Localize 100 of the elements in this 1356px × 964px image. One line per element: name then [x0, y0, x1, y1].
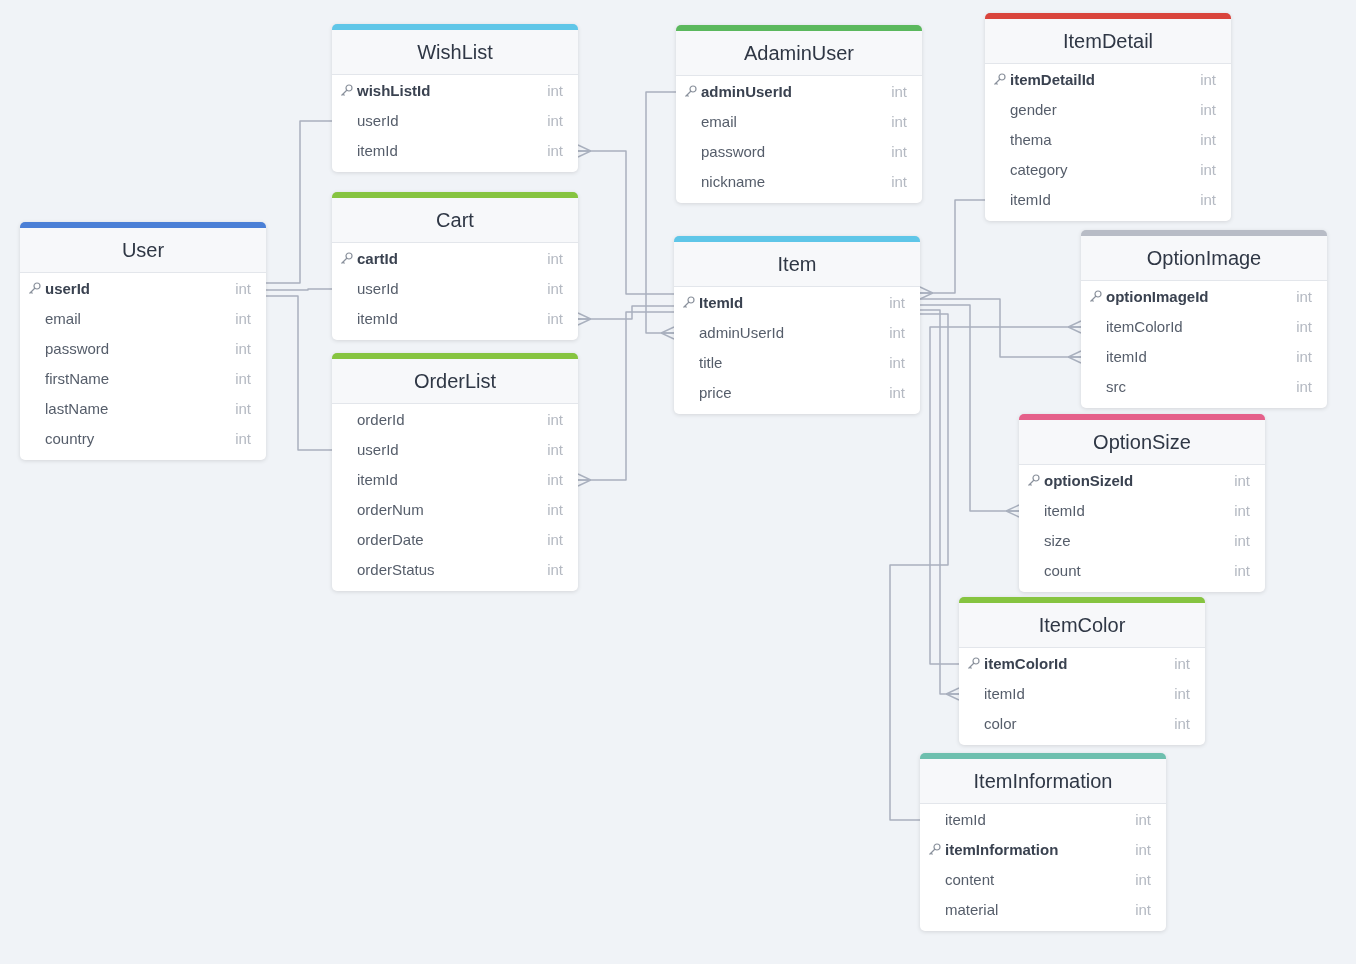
field-type: int	[235, 370, 251, 388]
field-type: int	[235, 430, 251, 448]
field-type: int	[547, 250, 563, 268]
relationship-line	[929, 320, 1082, 665]
field-type: int	[547, 501, 563, 519]
field-name: email	[701, 113, 737, 131]
table-header: User	[20, 228, 266, 273]
field-type: int	[547, 82, 563, 100]
connector-line	[265, 288, 333, 291]
field-type: int	[889, 354, 905, 372]
field-type: int	[547, 310, 563, 328]
field-type: int	[547, 531, 563, 549]
field-type: int	[889, 384, 905, 402]
field-name: firstName	[45, 370, 110, 388]
field-type: int	[1200, 131, 1216, 149]
field-name: nickname	[701, 173, 766, 191]
table-header: ItemColor	[959, 603, 1205, 648]
relationship-line	[577, 305, 675, 326]
field-type: int	[1135, 841, 1151, 859]
relationship-line	[577, 144, 675, 295]
table-header: ItemInformation	[920, 759, 1166, 804]
table-card	[674, 236, 920, 414]
field-name: price	[699, 384, 732, 402]
field-name: orderId	[357, 411, 405, 429]
field-name: itemDetailId	[1010, 71, 1096, 89]
field-type: int	[1296, 318, 1312, 336]
field-type: int	[891, 83, 907, 101]
connector-line	[265, 295, 333, 451]
field-type: int	[547, 471, 563, 489]
connector-line	[889, 313, 949, 821]
field-type: int	[1200, 161, 1216, 179]
table-header: Cart	[332, 198, 578, 243]
field-name: adminUserId	[701, 83, 792, 101]
field-type: int	[891, 173, 907, 191]
field-name: adminUserId	[699, 324, 785, 342]
field-type: int	[891, 143, 907, 161]
field-name: itemId	[1106, 348, 1147, 366]
table-header: Item	[674, 242, 920, 287]
field-type: int	[1135, 871, 1151, 889]
field-name: itemId	[357, 471, 398, 489]
table-card	[332, 24, 578, 172]
relationship-line	[919, 199, 986, 300]
field-type: int	[547, 112, 563, 130]
field-name: optionSizeId	[1044, 472, 1134, 490]
table-card	[959, 597, 1205, 745]
table-header: ItemDetail	[985, 19, 1231, 64]
field-name: email	[45, 310, 81, 328]
field-type: int	[1296, 288, 1312, 306]
table-header: OrderList	[332, 359, 578, 404]
field-type: int	[1174, 655, 1190, 673]
field-type: int	[235, 340, 251, 358]
field-name: password	[701, 143, 766, 161]
field-name: category	[1010, 161, 1068, 179]
field-name: content	[945, 871, 995, 889]
field-type: int	[1296, 348, 1312, 366]
relationship-line	[919, 309, 960, 701]
table-card	[920, 753, 1166, 931]
field-type: int	[1174, 715, 1190, 733]
relationship-line	[645, 91, 677, 340]
field-name: orderDate	[357, 531, 424, 549]
field-name: gender	[1010, 101, 1057, 119]
field-name: itemColorId	[984, 655, 1068, 673]
field-type: int	[1234, 562, 1250, 580]
table-card	[1019, 414, 1265, 592]
field-name: userId	[357, 112, 399, 130]
field-type: int	[1234, 472, 1250, 490]
field-name: itemId	[357, 310, 398, 328]
table-header: OptionImage	[1081, 236, 1327, 281]
field-name: material	[945, 901, 999, 919]
field-type: int	[547, 441, 563, 459]
field-type: int	[235, 280, 251, 298]
field-name: ItemId	[699, 294, 744, 312]
field-type: int	[547, 411, 563, 429]
table-card	[332, 192, 578, 340]
field-name: orderNum	[357, 501, 424, 519]
field-type: int	[1296, 378, 1312, 396]
field-name: optionImageId	[1106, 288, 1209, 306]
field-name: itemId	[945, 811, 986, 829]
field-name: title	[699, 354, 723, 372]
field-name: count	[1044, 562, 1081, 580]
field-name: lastName	[45, 400, 109, 418]
field-name: size	[1044, 532, 1071, 550]
table-card	[332, 353, 578, 591]
table-card	[20, 222, 266, 460]
field-name: cartId	[357, 250, 398, 268]
table-card	[676, 25, 922, 203]
field-name: itemId	[357, 142, 398, 160]
field-type: int	[547, 561, 563, 579]
table-card	[985, 13, 1231, 221]
field-type: int	[1174, 685, 1190, 703]
field-type: int	[1200, 71, 1216, 89]
table-header: OptionSize	[1019, 420, 1265, 465]
field-type: int	[889, 324, 905, 342]
relationship-line	[919, 298, 1082, 364]
table-card	[1081, 230, 1327, 408]
field-name: itemId	[1010, 191, 1051, 209]
field-name: password	[45, 340, 110, 358]
field-type: int	[1200, 101, 1216, 119]
field-name: src	[1106, 378, 1126, 396]
field-type: int	[1135, 811, 1151, 829]
